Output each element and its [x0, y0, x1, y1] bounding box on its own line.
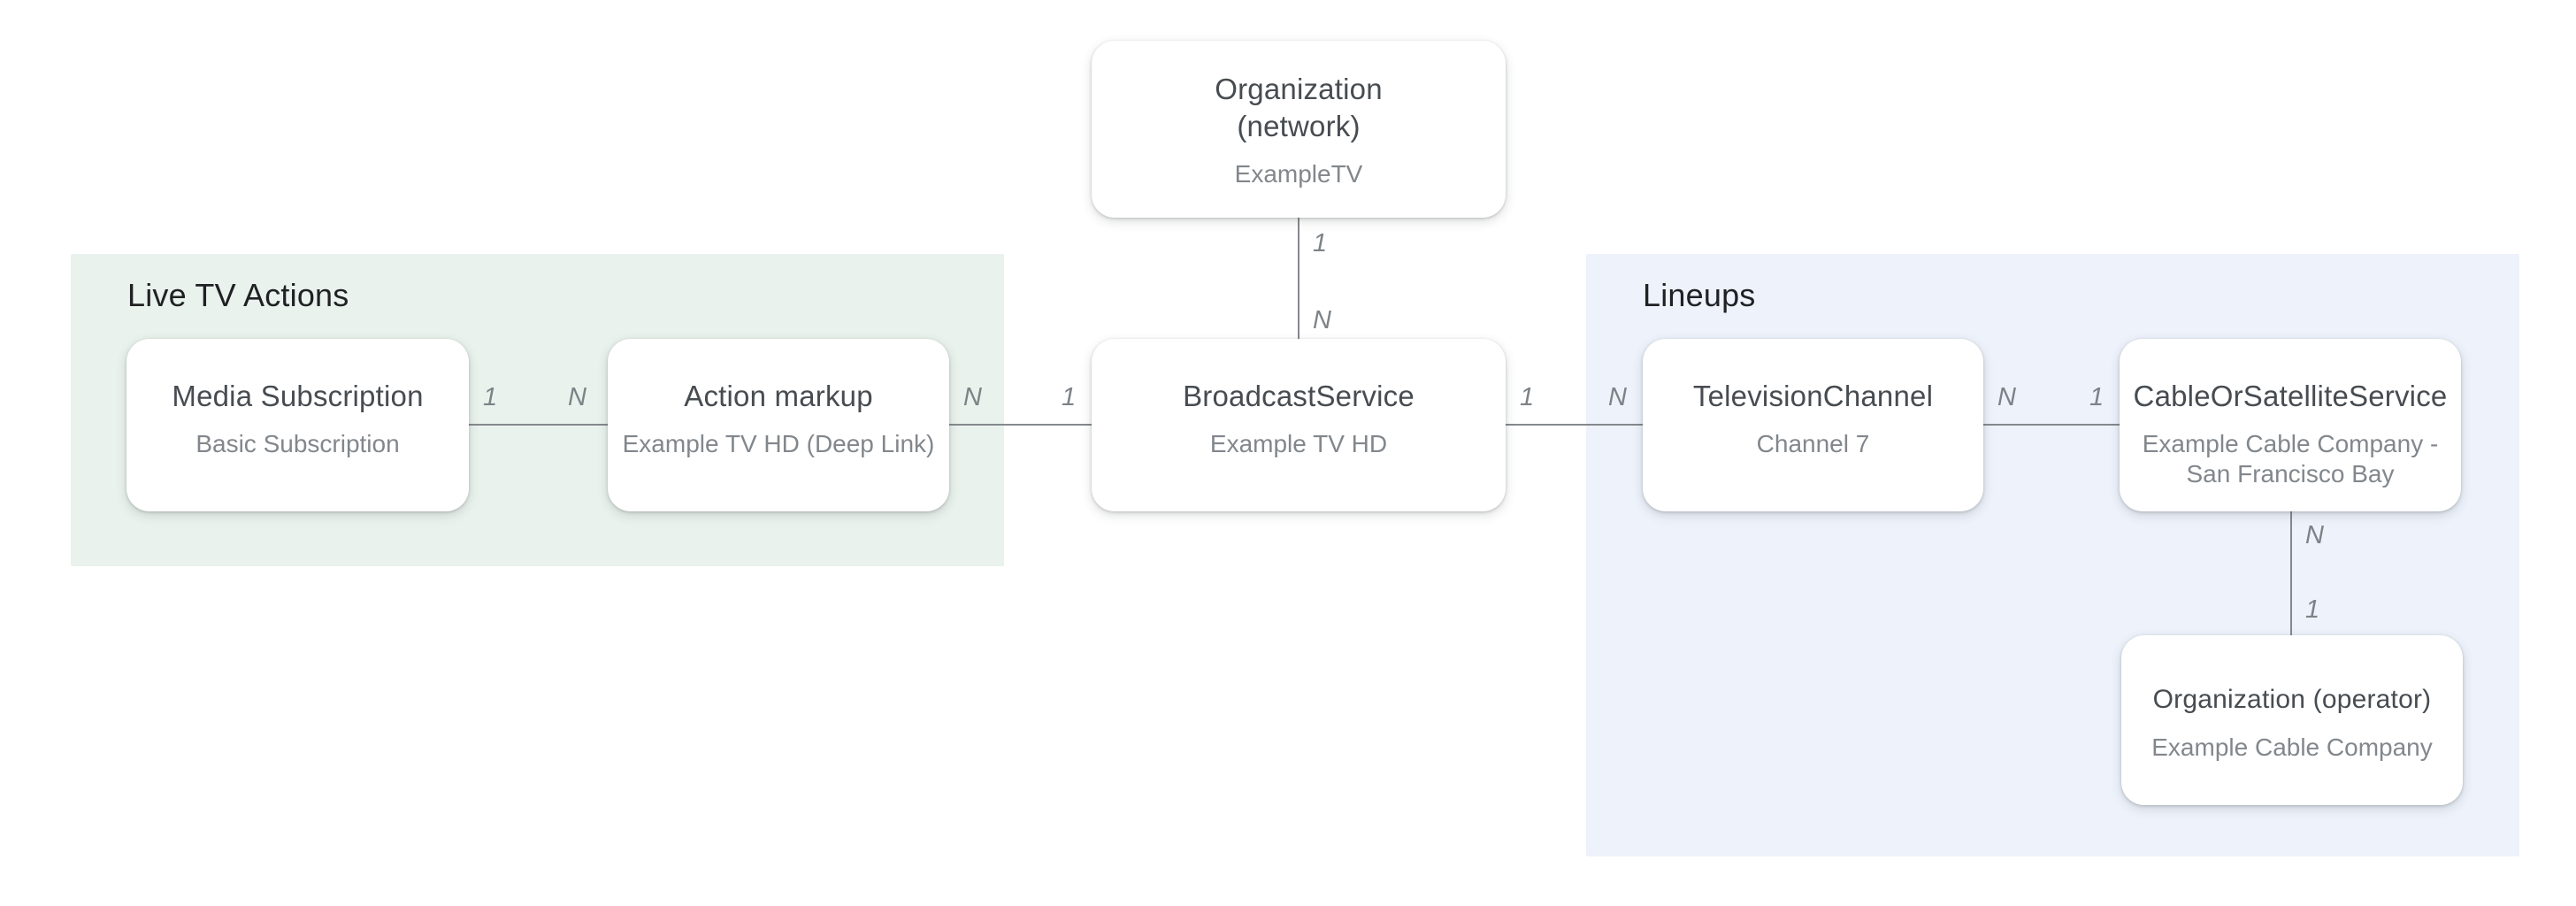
cardinality-label: N	[963, 383, 982, 411]
node-title: BroadcastService	[1183, 380, 1414, 412]
node-subtitle: Example TV HD	[1209, 430, 1388, 457]
cardinality-label: 1	[2089, 383, 2104, 411]
node-subtitle: Channel 7	[1756, 430, 1870, 457]
node-television-channel: TelevisionChannel Channel 7	[1643, 339, 1983, 511]
node-organization-operator: Organization (operator) Example Cable Co…	[2121, 635, 2463, 805]
node-title: Organization (network)	[1215, 73, 1383, 142]
cardinality-label: 1	[2305, 595, 2320, 624]
node-subtitle: ExampleTV	[1234, 160, 1363, 188]
live-tv-actions-heading: Live TV Actions	[127, 277, 349, 313]
node-subtitle: Example Cable Company - San Francisco Ba…	[2142, 430, 2439, 488]
cardinality-label: N	[1313, 306, 1331, 334]
node-broadcast-service: BroadcastService Example TV HD	[1092, 339, 1506, 511]
node-title: Media Subscription	[172, 380, 424, 412]
cardinality-label: N	[568, 383, 586, 411]
edge-network-to-broadcast	[1298, 218, 1300, 339]
cardinality-label: 1	[1062, 383, 1077, 411]
node-title: Organization (operator)	[2152, 685, 2432, 714]
edge-media-to-action	[469, 424, 608, 426]
node-organization-network: Organization (network) ExampleTV	[1092, 41, 1506, 218]
node-title: Action markup	[684, 380, 873, 412]
node-title: CableOrSatelliteService	[2133, 380, 2448, 412]
cardinality-label: 1	[483, 383, 498, 411]
node-subtitle: Example TV HD (Deep Link)	[622, 430, 935, 457]
cardinality-label: N	[1608, 383, 1627, 411]
edge-cable-to-operator	[2290, 511, 2292, 635]
edge-action-to-broadcast	[949, 424, 1092, 426]
node-cable-or-satellite-service: CableOrSatelliteService Example Cable Co…	[2120, 339, 2461, 511]
node-subtitle: Example Cable Company	[2151, 733, 2433, 761]
cardinality-label: 1	[1520, 383, 1535, 411]
node-title: TelevisionChannel	[1692, 380, 1934, 412]
node-media-subscription: Media Subscription Basic Subscription	[126, 339, 469, 511]
cardinality-label: N	[2305, 521, 2324, 549]
edge-broadcast-to-channel	[1506, 424, 1643, 426]
cardinality-label: 1	[1313, 229, 1328, 257]
lineups-heading: Lineups	[1643, 277, 1756, 313]
node-action-markup: Action markup Example TV HD (Deep Link)	[608, 339, 949, 511]
node-subtitle: Basic Subscription	[196, 430, 400, 457]
cardinality-label: N	[1997, 383, 2016, 411]
edge-channel-to-cable	[1983, 424, 2120, 426]
